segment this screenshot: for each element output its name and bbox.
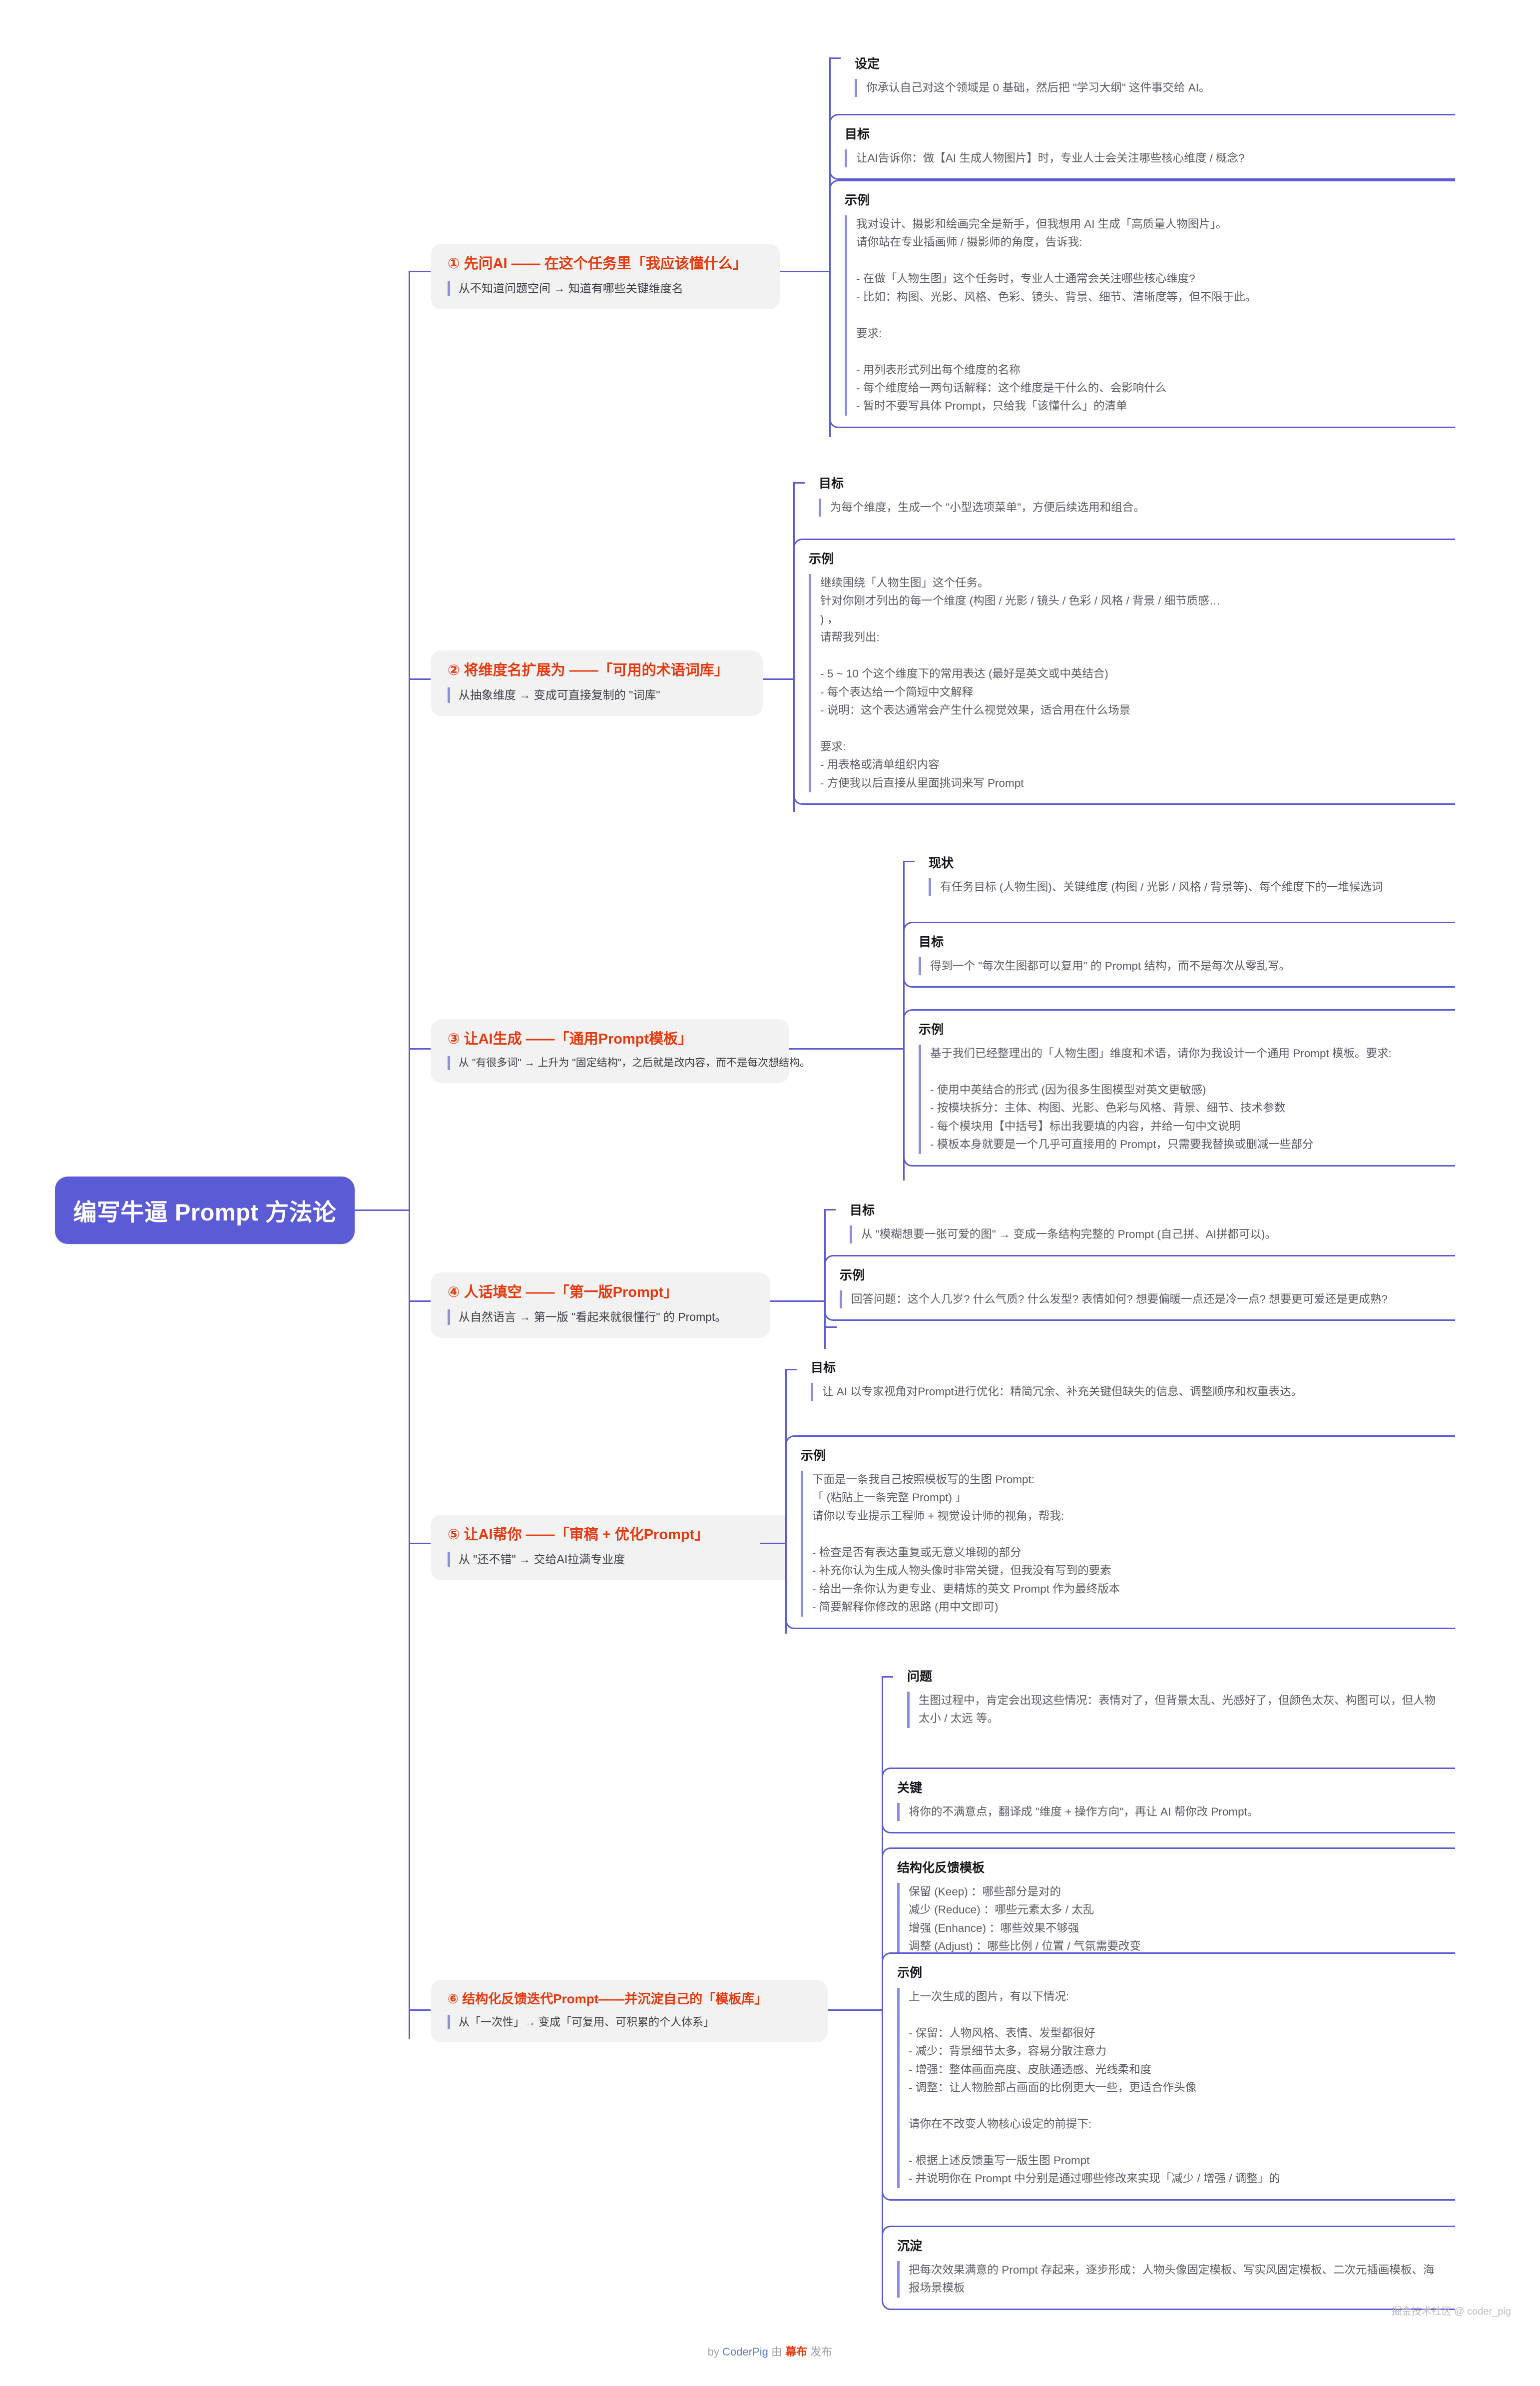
card-title: 关键	[897, 1781, 923, 1795]
card-title: 示例	[840, 1268, 865, 1282]
connector-b6-c1	[882, 1676, 894, 1678]
card-title: 示例	[809, 552, 834, 566]
card-body: 把每次效果满意的 Prompt 存起来，逐步形成：人物头像固定模板、写实风固定模…	[897, 2261, 1443, 2298]
card-body: 让 AI 以专家视角对Prompt进行优化：精简冗余、补充关键但缺失的信息、调整…	[811, 1383, 1443, 1401]
card-title: 设定	[855, 57, 880, 71]
footer-prefix: by	[707, 2346, 723, 2358]
connector-b3-c1	[903, 861, 916, 862]
detail-card-b6-key[interactable]: 关键 将你的不满意点，翻译成 "维度 + 操作方向"，再让 AI 帮你改 Pro…	[882, 1768, 1455, 1834]
detail-card-b4-example[interactable]: 示例 回答问题：这个人几岁? 什么气质? 什么发型? 表情如何? 想要偏暖一点还…	[824, 1255, 1455, 1321]
connector-branch-2	[409, 678, 431, 680]
card-title: 目标	[811, 1361, 836, 1375]
branch-node-1[interactable]: ① 先问AI —— 在这个任务里「我应该懂什么」 从不知道问题空间 → 知道有哪…	[431, 244, 780, 309]
card-body: 保留 (Keep) ：哪些部分是对的 减少 (Reduce) ：哪些元素太多 /…	[897, 1883, 1443, 1956]
branch-node-3[interactable]: ③ 让AI生成 ——「通用Prompt模板」 从 "有很多词" → 上升为 "固…	[431, 1019, 810, 1084]
card-body: 回答问题：这个人几岁? 什么气质? 什么发型? 表情如何? 想要偏暖一点还是冷一…	[840, 1290, 1443, 1309]
branch-subtitle-6: 从「一次性」→ 变成「可复用、可积累的个人体系」	[448, 2014, 811, 2030]
connector-branch-1	[409, 271, 431, 272]
card-body: 将你的不满意点，翻译成 "维度 + 操作方向"，再让 AI 帮你改 Prompt…	[897, 1803, 1443, 1821]
footer-author: CoderPig	[722, 2346, 768, 2358]
detail-card-b5-example[interactable]: 示例 下面是一条我自己按照模板写的生图 Prompt: 「 (粘贴上一条完整 P…	[785, 1435, 1455, 1629]
connector-b4-c1	[824, 1209, 837, 1210]
connector-branch-2-out	[763, 678, 794, 680]
card-title: 目标	[850, 1203, 875, 1217]
card-body: 基于我们已经整理出的「人物生图」维度和术语，请你为我设计一个通用 Prompt …	[919, 1045, 1443, 1154]
detail-card-b6-feedback-template[interactable]: 结构化反馈模板 保留 (Keep) ：哪些部分是对的 减少 (Reduce) ：…	[882, 1847, 1455, 1968]
card-title: 现状	[929, 856, 954, 870]
branch-title-3: ③ 让AI生成 ——「通用Prompt模板」	[448, 1031, 693, 1047]
detail-card-b2-example[interactable]: 示例 继续围绕「人物生图」这个任务。 针对你刚才列出的每一个维度 (构图 / 光…	[793, 539, 1455, 805]
connector-branch-4	[409, 1300, 431, 1302]
connector-branch-1-out	[780, 271, 830, 272]
connector-branch-4-out	[770, 1300, 825, 1302]
branch-title-4: ④ 人话填空 ——「第一版Prompt」	[448, 1284, 678, 1300]
branch-node-4[interactable]: ④ 人话填空 ——「第一版Prompt」 从自然语言 → 第一版 "看起来就很懂…	[431, 1272, 770, 1338]
connector-branch-6-out	[828, 2009, 883, 2011]
watermark: 掘金技术社区 @ coder_pig	[1391, 2306, 1511, 2317]
detail-card-b1-example[interactable]: 示例 我对设计、摄影和绘画完全是新手，但我想用 AI 生成「高质量人物图片」。 …	[829, 180, 1455, 428]
card-body: 从 "模糊想要一张可爱的图" → 变成一条结构完整的 Prompt (自己拼、A…	[850, 1225, 1443, 1244]
connector-branch-5-link	[760, 1543, 786, 1544]
branch-title-5: ⑤ 让AI帮你 ——「审稿 + 优化Prompt」	[448, 1527, 709, 1543]
detail-card-b1-goal[interactable]: 目标 让AI告诉你：做【AI 生成人物图片】时，专业人士会关注哪些核心维度 / …	[829, 114, 1455, 180]
detail-card-b6-problem[interactable]: 问题 生图过程中，肯定会出现这些情况：表情对了，但背景太乱、光感好了，但颜色太灰…	[893, 1658, 1455, 1739]
detail-card-b3-status[interactable]: 现状 有任务目标 (人物生图)、关键维度 (构图 / 光影 / 风格 / 背景等…	[915, 844, 1455, 908]
branch-subtitle-3: 从 "有很多词" → 上升为 "固定结构"，之后就是改内容，而不是每次想结构。	[448, 1056, 810, 1071]
card-body: 上一次生成的图片，有以下情况: - 保留：人物风格、表情、发型都很好 - 减少：…	[897, 1988, 1443, 2188]
branch-title-1: ① 先问AI —— 在这个任务里「我应该懂什么」	[448, 256, 747, 272]
branch-node-2[interactable]: ② 将维度名扩展为 ——「可用的术语词库」 从抽象维度 → 变成可直接复制的 "…	[431, 650, 763, 716]
branch-subtitle-1: 从不知道问题空间 → 知道有哪些关键维度名	[448, 280, 763, 296]
connector-b4-c2	[824, 1326, 837, 1328]
detail-card-b4-goal[interactable]: 目标 从 "模糊想要一张可爱的图" → 变成一条结构完整的 Prompt (自己…	[836, 1192, 1455, 1255]
card-body: 继续围绕「人物生图」这个任务。 针对你刚才列出的每一个维度 (构图 / 光影 /…	[809, 574, 1443, 793]
footer-platform: 幕布	[785, 2346, 808, 2358]
branch-node-6[interactable]: ⑥ 结构化反馈迭代Prompt——并沉淀自己的「模板库」 从「一次性」→ 变成「…	[431, 1980, 828, 2043]
card-title: 示例	[845, 193, 870, 207]
connector-branch-5	[409, 1543, 431, 1544]
detail-card-b6-example[interactable]: 示例 上一次生成的图片，有以下情况: - 保留：人物风格、表情、发型都很好 - …	[882, 1952, 1455, 2201]
card-body: 为每个维度，生成一个 "小型选项菜单"，方便后续选用和组合。	[819, 499, 1443, 517]
connector-root-trunk	[355, 1209, 410, 1211]
card-body: 我对设计、摄影和绘画完全是新手，但我想用 AI 生成「高质量人物图片」。 请你站…	[845, 215, 1443, 416]
branch-subtitle-5: 从 "还不错" → 交给AI拉满专业度	[448, 1551, 778, 1567]
branch-subtitle-2: 从抽象维度 → 变成可直接复制的 "词库"	[448, 687, 746, 703]
connector-branch-3	[409, 1048, 431, 1050]
connector-branch-3-link	[853, 1048, 904, 1050]
detail-card-b6-accumulate[interactable]: 沉淀 把每次效果满意的 Prompt 存起来，逐步形成：人物头像固定模板、写实风…	[882, 2226, 1455, 2310]
detail-card-b3-example[interactable]: 示例 基于我们已经整理出的「人物生图」维度和术语，请你为我设计一个通用 Prom…	[903, 1009, 1455, 1167]
card-title: 示例	[801, 1449, 826, 1463]
branch-title-6: ⑥ 结构化反馈迭代Prompt——并沉淀自己的「模板库」	[448, 1991, 768, 2006]
card-title: 示例	[897, 1966, 923, 1980]
card-title: 沉淀	[897, 2239, 923, 2253]
card-body: 生图过程中，肯定会出现这些情况：表情对了，但背景太乱、光感好了，但颜色太灰、构图…	[907, 1692, 1443, 1728]
card-title: 问题	[907, 1670, 933, 1684]
card-title: 目标	[919, 935, 944, 949]
branch-subtitle-4: 从自然语言 → 第一版 "看起来就很懂行" 的 Prompt。	[448, 1309, 753, 1325]
root-node[interactable]: 编写牛逼 Prompt 方法论	[55, 1177, 355, 1244]
detail-card-b2-goal[interactable]: 目标 为每个维度，生成一个 "小型选项菜单"，方便后续选用和组合。	[805, 465, 1455, 528]
card-body: 让AI告诉你：做【AI 生成人物图片】时，专业人士会关注哪些核心维度 / 概念?	[845, 149, 1443, 168]
footer-middle: 由	[768, 2346, 786, 2358]
card-title: 目标	[845, 127, 870, 141]
card-body: 得到一个 "每次生图都可以复用" 的 Prompt 结构，而不是每次从零乱写。	[919, 957, 1443, 976]
card-body: 你承认自己对这个领域是 0 基础，然后把 "学习大纲" 这件事交给 AI。	[855, 79, 1443, 97]
detail-card-b3-goal[interactable]: 目标 得到一个 "每次生图都可以复用" 的 Prompt 结构，而不是每次从零乱…	[903, 922, 1455, 988]
card-title: 目标	[819, 477, 844, 491]
card-title: 示例	[919, 1023, 944, 1037]
branch-title-2: ② 将维度名扩展为 ——「可用的术语词库」	[448, 662, 729, 678]
footer-credit: by CoderPig 由 幕布 发布	[0, 2343, 1540, 2359]
connector-b2-c1	[793, 482, 806, 484]
card-title: 结构化反馈模板	[897, 1861, 985, 1875]
connector-branch-3-out	[789, 1048, 854, 1050]
connector-b1-c1	[829, 57, 842, 59]
detail-card-b1-setting[interactable]: 设定 你承认自己对这个领域是 0 基础，然后把 "学习大纲" 这件事交给 AI。	[841, 45, 1455, 108]
card-body: 下面是一条我自己按照模板写的生图 Prompt: 「 (粘贴上一条完整 Prom…	[801, 1471, 1443, 1617]
card-body: 有任务目标 (人物生图)、关键维度 (构图 / 光影 / 风格 / 背景等)、每…	[929, 878, 1443, 897]
connector-branch-6	[409, 2009, 431, 2011]
footer-suffix: 发布	[807, 2346, 833, 2358]
detail-card-b5-goal[interactable]: 目标 让 AI 以专家视角对Prompt进行优化：精简冗余、补充关键但缺失的信息…	[797, 1349, 1455, 1412]
branch-node-5[interactable]: ⑤ 让AI帮你 ——「审稿 + 优化Prompt」 从 "还不错" → 交给AI…	[431, 1515, 795, 1580]
connector-b5-c1	[785, 1369, 798, 1370]
connector-spine	[409, 271, 410, 2039]
